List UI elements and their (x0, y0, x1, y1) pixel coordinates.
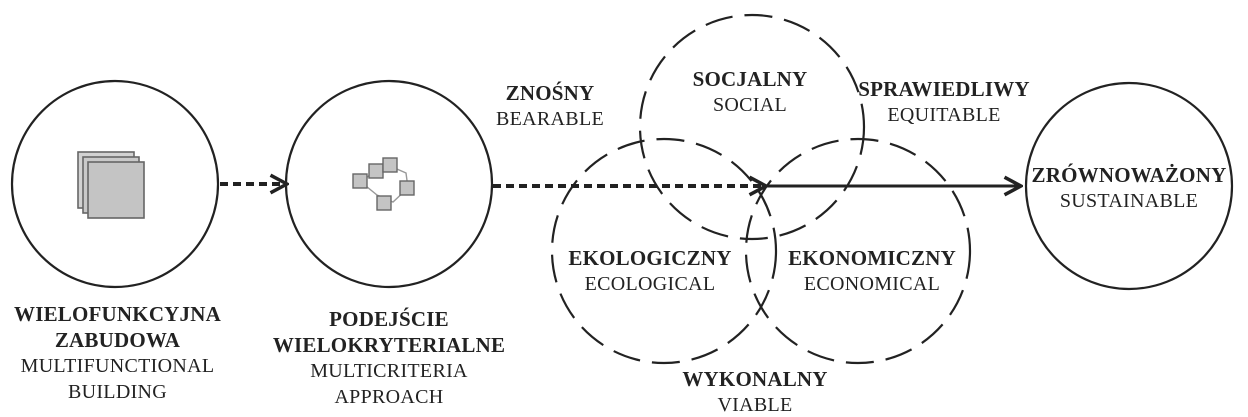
approach-label-pl-2: WIELOKRYTERIALNE (272, 333, 506, 357)
equitable-label-en: EQUITABLE (887, 104, 1001, 126)
sustainable-circle (1024, 81, 1234, 291)
economical-label-pl: EKONOMICZNY (788, 246, 956, 270)
building-label-pl-2: ZABUDOWA (54, 328, 181, 352)
viable-label-pl: WYKONALNY (682, 367, 828, 391)
bearable-label: ZNOŚNY BEARABLE (480, 80, 620, 132)
ecological-circle (550, 137, 778, 365)
building-label-en-2: BUILDING (67, 381, 168, 403)
approach-circle (284, 79, 494, 289)
economical-label-en: ECONOMICAL (803, 273, 941, 295)
ecological-label-pl: EKOLOGICZNY (568, 246, 732, 270)
equitable-label-pl: SPRAWIEDLIWY (858, 77, 1030, 101)
equitable-label: SPRAWIEDLIWY EQUITABLE (858, 76, 1030, 128)
approach-label: PODEJŚCIE WIELOKRYTERIALNE MULTICRITERIA… (264, 306, 514, 410)
viable-label-en: VIABLE (717, 394, 793, 416)
building-label: WIELOFUNKCYJNA ZABUDOWA MULTIFUNCTIONAL … (0, 301, 235, 405)
bearable-label-en: BEARABLE (496, 108, 604, 130)
sustainable-label-en: SUSTAINABLE (1059, 190, 1199, 212)
approach-label-en-2: APPROACH (334, 386, 444, 408)
viable-label: WYKONALNY VIABLE (680, 366, 830, 417)
bearable-label-pl: ZNOŚNY (505, 81, 595, 105)
economical-label: EKONOMICZNY ECONOMICAL (772, 245, 972, 297)
social-label-pl: SOCJALNY (692, 67, 808, 91)
building-circle (10, 79, 220, 289)
ecological-label-en: ECOLOGICAL (584, 273, 716, 295)
sustainable-label-pl: ZRÓWNOWAŻONY (1031, 163, 1227, 187)
stacked-pages-icon (77, 151, 145, 219)
social-label: SOCJALNY SOCIAL (680, 66, 820, 118)
social-circle (638, 13, 866, 241)
building-label-en-1: MULTIFUNCTIONAL (20, 355, 215, 377)
social-label-en: SOCIAL (712, 94, 788, 116)
approach-label-pl-1: PODEJŚCIE (329, 307, 449, 331)
economical-circle (744, 137, 972, 365)
sustainable-label: ZRÓWNOWAŻONY SUSTAINABLE (1026, 162, 1232, 214)
ecological-label: EKOLOGICZNY ECOLOGICAL (552, 245, 748, 297)
approach-label-en-1: MULTICRITERIA (310, 360, 468, 382)
network-nodes-icon (352, 157, 415, 211)
building-label-pl-1: WIELOFUNKCYJNA (14, 302, 221, 326)
